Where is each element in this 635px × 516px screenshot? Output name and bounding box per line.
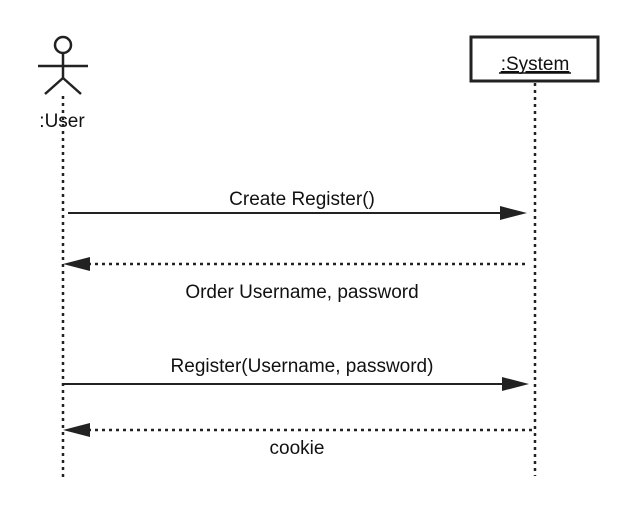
arrowhead-right-icon <box>502 377 529 391</box>
arrowhead-right-icon <box>500 206 527 220</box>
message-label: cookie <box>270 438 325 459</box>
message-create-register: Create Register() <box>68 189 527 220</box>
actor-head-icon <box>53 35 73 55</box>
message-cookie: cookie <box>63 423 534 459</box>
message-label: Create Register() <box>229 189 375 210</box>
message-label: Order Username, password <box>185 282 418 303</box>
user-label: :User <box>39 111 85 132</box>
system-label: :System <box>501 54 570 75</box>
actor-right-leg <box>62 77 82 95</box>
actor-left-leg <box>44 77 64 95</box>
user-actor <box>38 35 88 95</box>
arrowhead-left-icon <box>63 257 90 271</box>
arrowhead-left-icon <box>63 423 90 437</box>
message-register: Register(Username, password) <box>63 356 529 391</box>
message-label: Register(Username, password) <box>171 356 434 377</box>
message-order-credentials: Order Username, password <box>63 257 528 303</box>
